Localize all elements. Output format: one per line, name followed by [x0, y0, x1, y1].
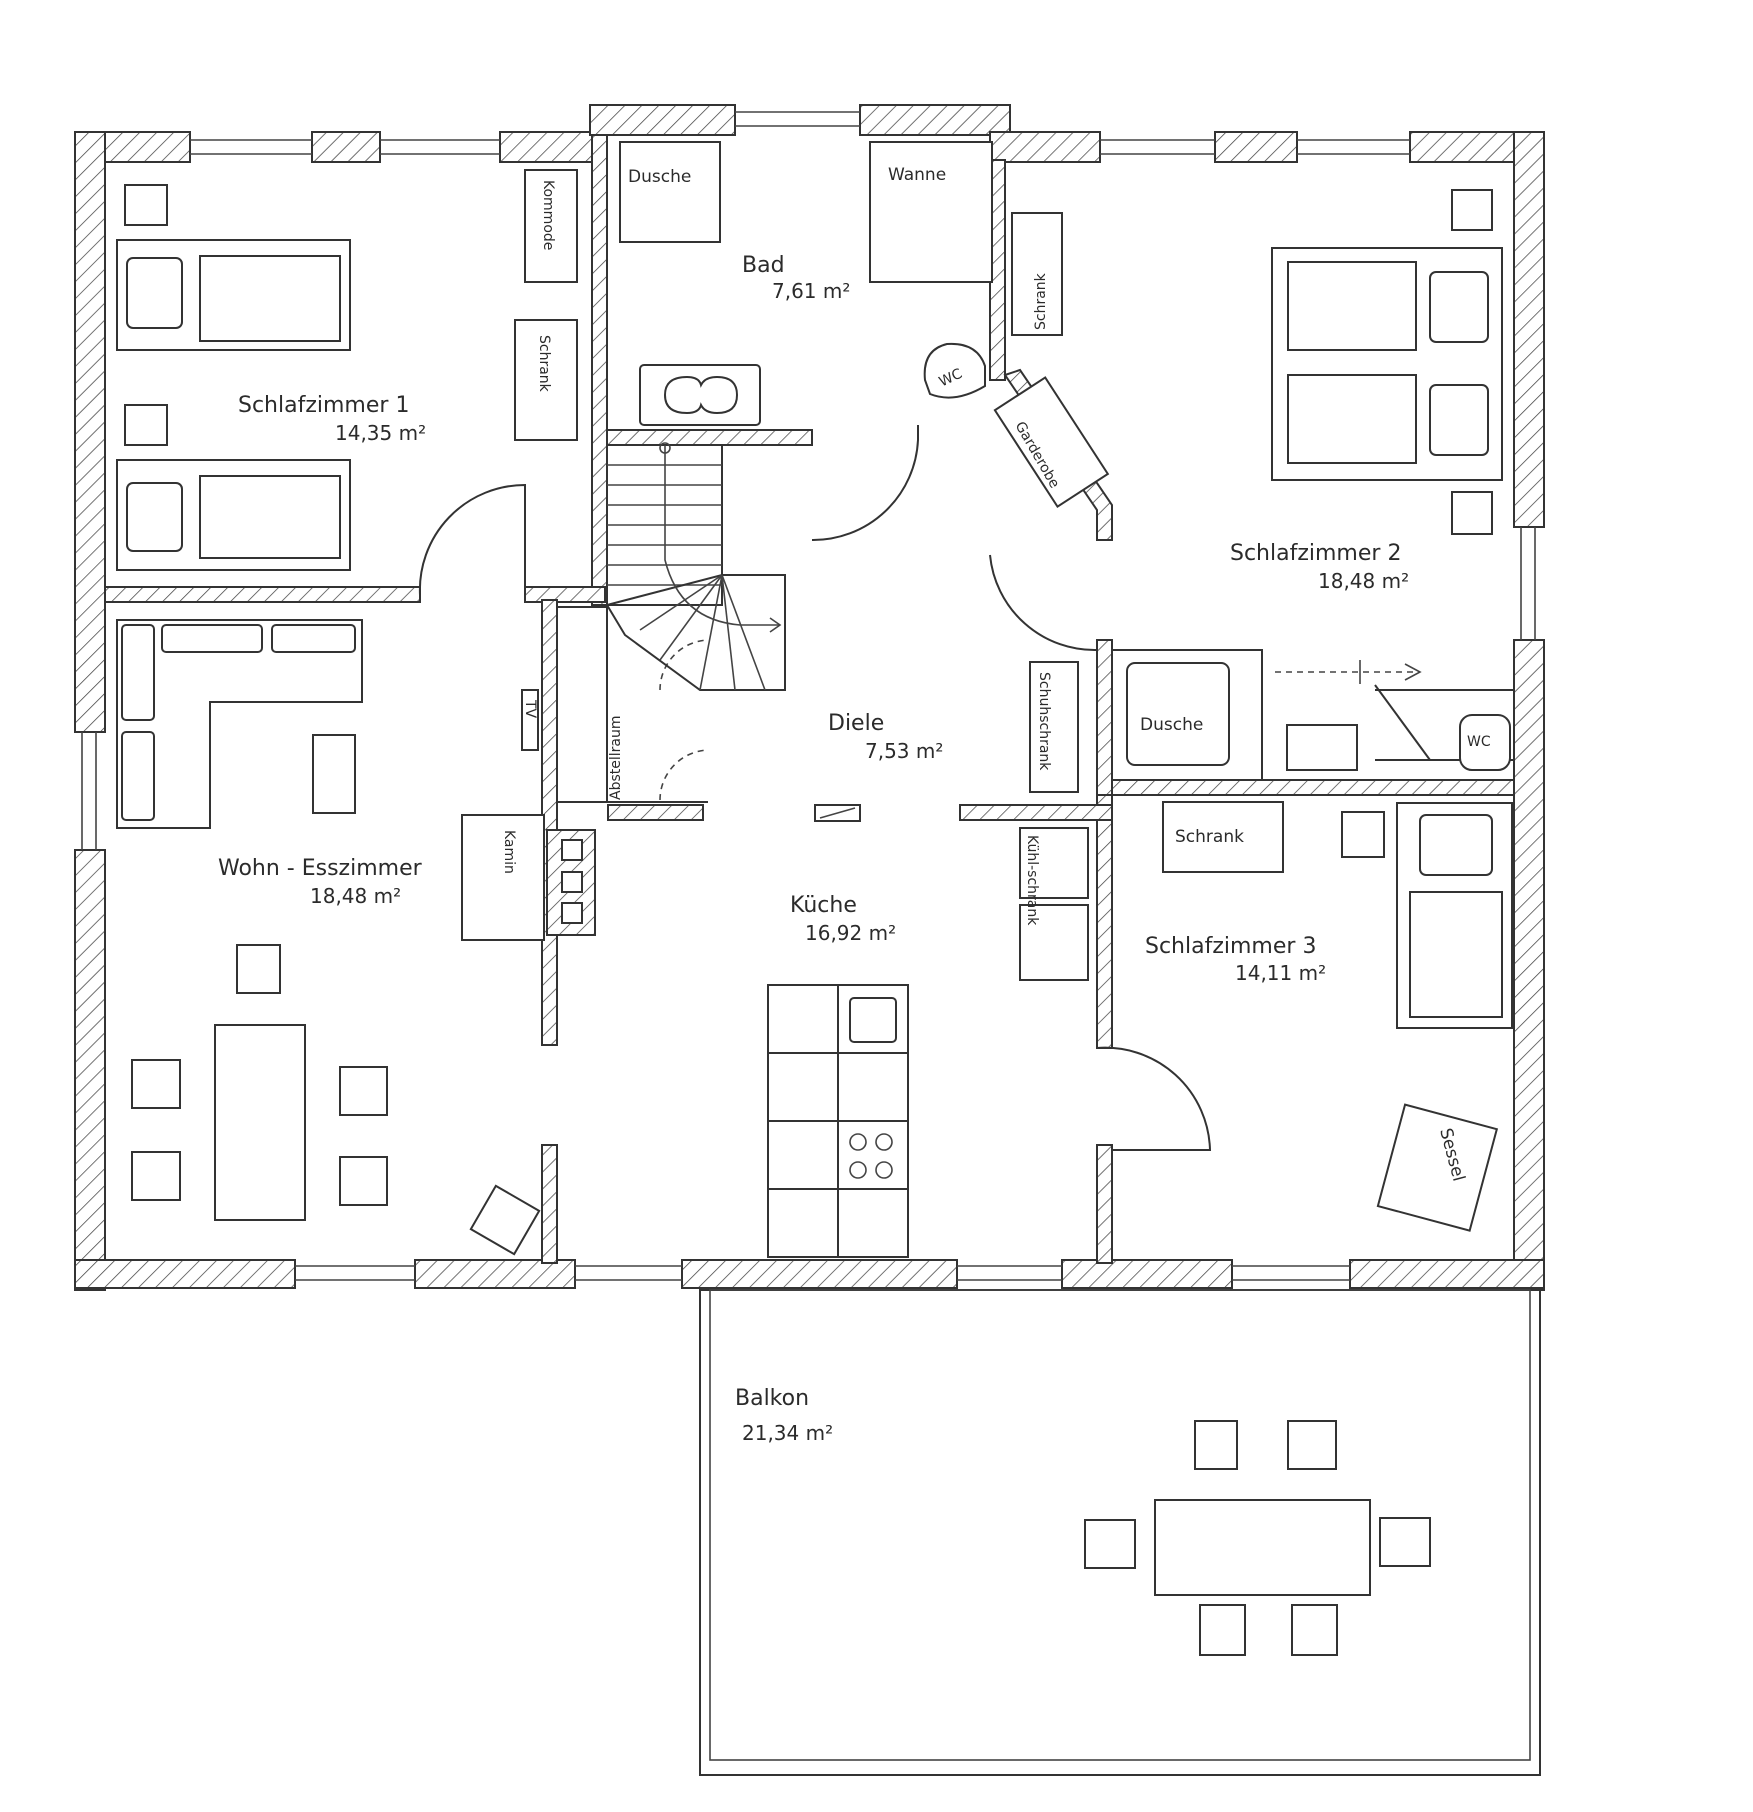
dusche-bad-label: Dusche — [628, 167, 691, 187]
kueche-label: Küche — [790, 893, 857, 918]
abstellraum-label: Abstellraum — [608, 716, 624, 801]
kamin-label: Kamin — [501, 830, 517, 874]
schlafzimmer2-label: Schlafzimmer 2 — [1230, 541, 1401, 566]
diele-furniture — [814, 661, 1079, 822]
wc-sz2-label: WC — [1467, 734, 1491, 750]
bad-area: 7,61 m² — [772, 279, 850, 303]
schuhschrank-box — [1029, 661, 1079, 793]
balkon-area: 21,34 m² — [742, 1421, 833, 1445]
schlafzimmer2-furniture — [993, 189, 1511, 771]
kommode-label: Kommode — [540, 180, 556, 250]
schrank-sz1-box — [514, 319, 578, 441]
kueche-area: 16,92 m² — [805, 921, 896, 945]
schrank-sz2-box — [1011, 212, 1063, 336]
doors — [418, 425, 1431, 1151]
kamin-box — [461, 814, 545, 941]
balkon — [699, 1289, 1541, 1776]
kommode-box — [524, 169, 578, 283]
wanne-label: Wanne — [888, 165, 946, 185]
schrank-sz1-label: Schrank — [536, 335, 552, 393]
bad-label: Bad — [742, 253, 785, 278]
wohn-esszimmer-label: Wohn - Esszimmer — [218, 856, 423, 881]
kuehlschrank-box — [1019, 827, 1089, 899]
schlafzimmer1-area: 14,35 m² — [335, 421, 426, 445]
room-labels: Schlafzimmer 1 14,35 m² Bad 7,61 m² Schl… — [218, 253, 1409, 1445]
exterior-walls — [74, 104, 1545, 1291]
sessel-box — [1376, 1103, 1499, 1232]
schlafzimmer1-furniture — [116, 169, 578, 571]
tv-label: TV — [522, 699, 538, 719]
garderobe-box — [993, 376, 1110, 509]
schrank-sz3-box — [1162, 801, 1284, 873]
dusche-sz2-label: Dusche — [1140, 715, 1203, 735]
schlafzimmer3-furniture — [1162, 801, 1513, 1232]
schrank-sz3-label: Schrank — [1175, 827, 1244, 847]
schuhschrank-label: Schuhschrank — [1036, 672, 1052, 771]
interior-walls — [104, 134, 1515, 1264]
schlafzimmer3-area: 14,11 m² — [1235, 961, 1326, 985]
diele-label: Diele — [828, 711, 884, 736]
schlafzimmer3-label: Schlafzimmer 3 — [1145, 934, 1316, 959]
balkon-label: Balkon — [735, 1386, 809, 1411]
staircase — [605, 442, 786, 691]
tv-box — [521, 689, 539, 751]
schlafzimmer1-label: Schlafzimmer 1 — [238, 393, 409, 418]
wohnzimmer-furniture — [116, 619, 596, 1256]
kueche-furniture — [767, 827, 1089, 1258]
wohn-esszimmer-area: 18,48 m² — [310, 884, 401, 908]
kuehlschrank-label: Kühl-schrank — [1024, 835, 1040, 926]
bad-furniture — [619, 141, 993, 426]
diele-area: 7,53 m² — [865, 739, 943, 763]
schlafzimmer2-area: 18,48 m² — [1318, 569, 1409, 593]
schrank-sz2-label: Schrank — [1033, 272, 1049, 330]
